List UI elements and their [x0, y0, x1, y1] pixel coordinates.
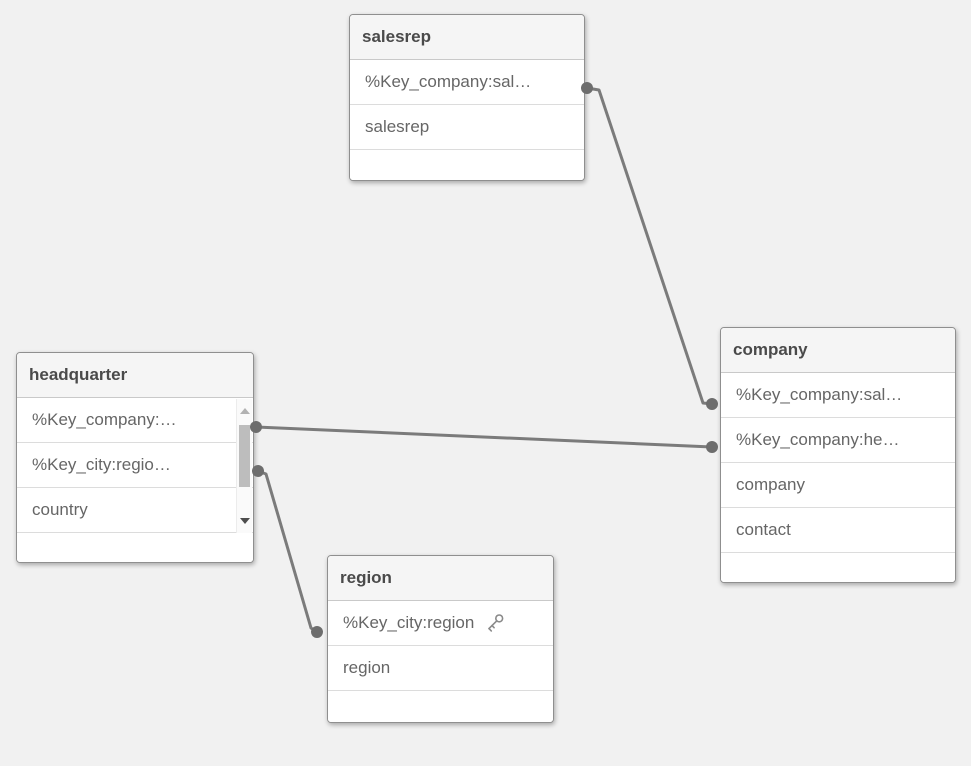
table-headquarter-header[interactable]: headquarter: [17, 353, 253, 398]
field-row-empty: [328, 691, 553, 722]
field-row-empty: [350, 150, 584, 180]
field-row-key-company-sal[interactable]: %Key_company:sal…: [350, 60, 584, 105]
field-label: country: [32, 500, 88, 519]
field-row-empty: [17, 533, 253, 562]
field-row-key-company-he[interactable]: %Key_company:he…: [721, 418, 955, 463]
table-salesrep-header[interactable]: salesrep: [350, 15, 584, 60]
field-row-key-city-region[interactable]: %Key_city:region: [328, 601, 553, 646]
table-title: headquarter: [29, 365, 128, 384]
field-row-region[interactable]: region: [328, 646, 553, 691]
connector-headquarter-company: [254, 425, 714, 449]
field-label: %Key_company:…: [32, 410, 177, 429]
field-label: region: [343, 658, 391, 677]
table-title: region: [340, 568, 392, 587]
table-title: salesrep: [362, 27, 431, 46]
field-row-key-company-sal[interactable]: %Key_company:sal…: [721, 373, 955, 418]
field-label: %Key_company:sal…: [365, 72, 532, 91]
field-label: company: [736, 475, 805, 494]
table-region[interactable]: region %Key_city:region region: [327, 555, 554, 723]
scrollbar[interactable]: [236, 399, 252, 533]
field-label: %Key_company:sal…: [736, 385, 903, 404]
field-row-salesrep[interactable]: salesrep: [350, 105, 584, 150]
table-company-header[interactable]: company: [721, 328, 955, 373]
field-row-company[interactable]: company: [721, 463, 955, 508]
field-label: %Key_company:he…: [736, 430, 900, 449]
table-region-header[interactable]: region: [328, 556, 553, 601]
table-headquarter[interactable]: headquarter %Key_company:… %Key_city:reg…: [16, 352, 254, 563]
connector-salesrep-company: [585, 86, 714, 406]
table-salesrep[interactable]: salesrep %Key_company:sal… salesrep: [349, 14, 585, 181]
table-company[interactable]: company %Key_company:sal… %Key_company:h…: [720, 327, 956, 583]
field-label: %Key_city:regio…: [32, 455, 171, 474]
connector-endpoint-company-row1: [706, 398, 718, 410]
scrollbar-thumb[interactable]: [239, 425, 250, 487]
connector-headquarter-region: [256, 469, 319, 634]
field-row-key-city-regio[interactable]: %Key_city:regio…: [17, 443, 253, 488]
key-icon: [488, 614, 504, 632]
field-label: salesrep: [365, 117, 430, 136]
field-row-country[interactable]: country: [17, 488, 253, 533]
connector-endpoint-company-row2: [706, 441, 718, 453]
scroll-up-arrow-icon[interactable]: [239, 408, 250, 414]
scroll-down-arrow-icon[interactable]: [239, 518, 250, 524]
connector-endpoint-region: [311, 626, 323, 638]
table-title: company: [733, 340, 808, 359]
field-row-contact[interactable]: contact: [721, 508, 955, 553]
field-row-key-company[interactable]: %Key_company:…: [17, 398, 253, 443]
field-label: %Key_city:region: [343, 613, 475, 632]
field-row-empty: [721, 553, 955, 582]
field-label: contact: [736, 520, 791, 539]
